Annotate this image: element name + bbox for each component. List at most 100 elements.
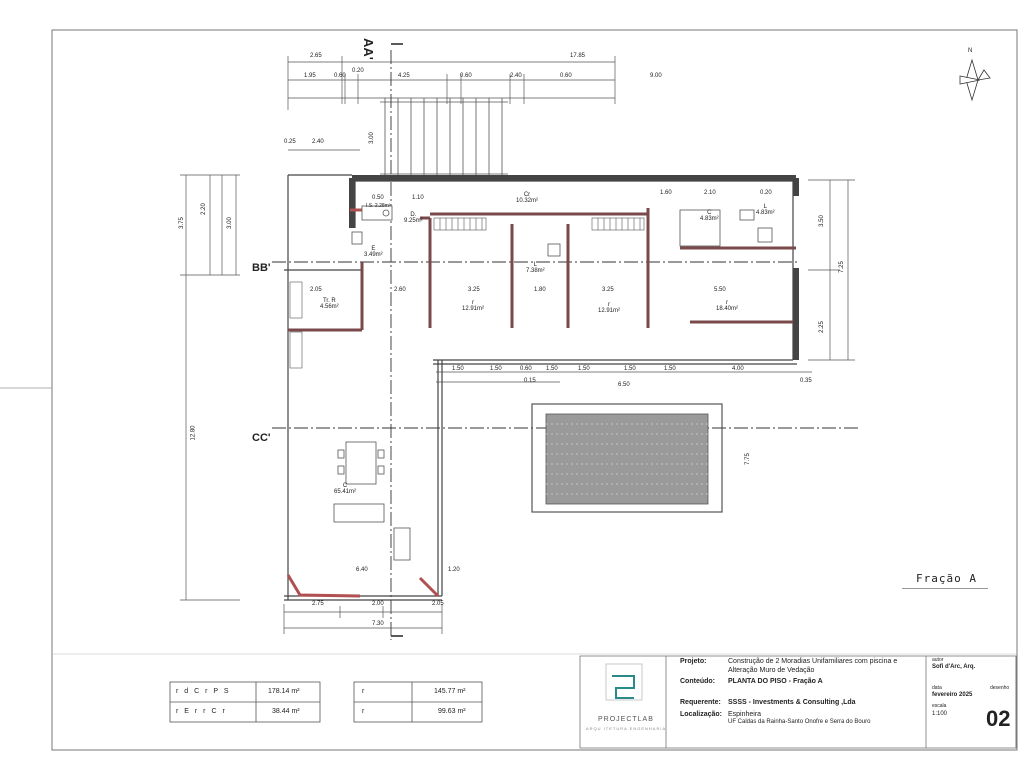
area-value: 178.14 m² xyxy=(268,688,300,695)
dim-label: 2.05 xyxy=(432,601,444,607)
dim-label: 3.00 xyxy=(368,132,375,144)
dim-label: 6.40 xyxy=(356,567,368,573)
pergola-slats xyxy=(380,98,508,178)
dim-label: 4.00 xyxy=(732,366,744,372)
area-value: 99.63 m² xyxy=(438,708,466,715)
area-value: 145.77 m² xyxy=(434,688,466,695)
dim-label: 12.80 xyxy=(190,425,197,441)
dim-label: 1.95 xyxy=(304,73,316,79)
dim-label: 1.80 xyxy=(534,287,546,293)
sheet-border xyxy=(51,29,1018,751)
building-walls-thin xyxy=(284,174,797,601)
localizacao-row-2: UF Caldas da Rainha-Santo Onofre e Serra… xyxy=(728,719,871,725)
dim-label: 3.25 xyxy=(602,287,614,293)
dim-label: 0.60 xyxy=(460,73,472,79)
dim-label: 3.50 xyxy=(818,215,825,227)
dim-label: 5.50 xyxy=(714,287,726,293)
building-walls xyxy=(349,175,799,360)
dim-label: 1.50 xyxy=(624,366,636,372)
dim-label: 7.75 xyxy=(744,453,751,465)
dim-label: 2.20 xyxy=(200,203,207,215)
north-label: N xyxy=(968,48,973,54)
dim-label: 1.20 xyxy=(448,567,460,573)
north-arrow-icon xyxy=(959,58,991,102)
dim-label: 7.30 xyxy=(372,621,384,627)
dim-label: 2.25 xyxy=(818,321,825,333)
area-table-boxes xyxy=(169,681,483,723)
section-mark-a: AA' xyxy=(361,38,376,60)
dim-label: 1.60 xyxy=(660,190,672,196)
dim-label: 0.60 xyxy=(334,73,346,79)
dim-label: 0.60 xyxy=(560,73,572,79)
dim-label: 1.10 xyxy=(412,195,424,201)
dim-label: 2.00 xyxy=(372,601,384,607)
logo-text: PROJECTLAB xyxy=(598,716,654,723)
sheet-number: 02 xyxy=(986,706,1011,731)
room-label: D.9.25m² xyxy=(404,212,423,224)
wardrobes xyxy=(289,217,645,369)
section-mark-c: CC' xyxy=(252,432,271,444)
right-dimension-lines xyxy=(808,179,855,361)
dim-label: 0.35 xyxy=(800,378,812,384)
dim-label: 0.60 xyxy=(520,366,532,372)
section-lines xyxy=(272,50,860,640)
localizacao-row: Localização:Espinheira xyxy=(680,711,762,718)
area-label: r E r r C r xyxy=(176,708,227,715)
projeto-row-2: Alteração Muro de Vedação xyxy=(728,667,815,674)
fraction-underline xyxy=(902,588,988,589)
escala-value: 1:100 xyxy=(932,711,948,717)
dim-label: 2.40 xyxy=(510,73,522,79)
dim-label: 2.65 xyxy=(310,53,322,59)
projectlab-logo-icon xyxy=(605,663,643,701)
area-label: r xyxy=(362,688,365,695)
dim-label: 0.25 xyxy=(284,139,296,145)
desenho-label: desenho xyxy=(990,685,1010,691)
section-mark-b: BB' xyxy=(252,262,271,274)
autor-label: autor xyxy=(932,657,944,663)
bottom-dimension-lines xyxy=(283,371,812,634)
data-value: fevereiro 2025 xyxy=(932,692,973,698)
dim-label: 1.50 xyxy=(546,366,558,372)
bathroom-fixtures xyxy=(351,205,773,257)
top-dimension-lines xyxy=(287,56,616,151)
dim-label: 1.50 xyxy=(490,366,502,372)
dim-label: 0.20 xyxy=(352,68,364,74)
requerente-row: Requerente:SSSS - Investments & Consulti… xyxy=(680,699,856,706)
title-block-frame xyxy=(579,655,1017,749)
fraction-label: Fração A xyxy=(916,572,977,585)
section-arrows xyxy=(391,43,403,637)
dim-label: 7.25 xyxy=(838,261,845,273)
dim-label: 1.50 xyxy=(578,366,590,372)
area-value: 38.44 m² xyxy=(272,708,300,715)
dim-label: 2.60 xyxy=(394,287,406,293)
dim-label: 6.50 xyxy=(618,382,630,388)
interior-partitions xyxy=(288,208,796,332)
living-furniture xyxy=(333,441,411,561)
left-dimension-lines xyxy=(180,174,240,601)
pool xyxy=(531,403,723,513)
interior-red-walls xyxy=(286,208,440,598)
dim-label: 2.05 xyxy=(310,287,322,293)
dim-label: 2.40 xyxy=(312,139,324,145)
logo-subtitle: ARQU ITETURA ENGENHARIA xyxy=(586,726,667,731)
dim-label: 9.00 xyxy=(650,73,662,79)
dim-label: 2.75 xyxy=(312,601,324,607)
dim-label: 1.50 xyxy=(664,366,676,372)
projeto-row: Projeto:Construção de 2 Moradias Unifami… xyxy=(680,658,898,665)
dim-label: 0.50 xyxy=(372,195,384,201)
conteudo-row: Conteúdo:PLANTA DO PISO - Fração A xyxy=(680,678,823,685)
dim-label: 3.00 xyxy=(226,217,233,229)
data-label: data xyxy=(932,685,942,691)
dim-label: 2.10 xyxy=(704,190,716,196)
area-label: r xyxy=(362,708,365,715)
